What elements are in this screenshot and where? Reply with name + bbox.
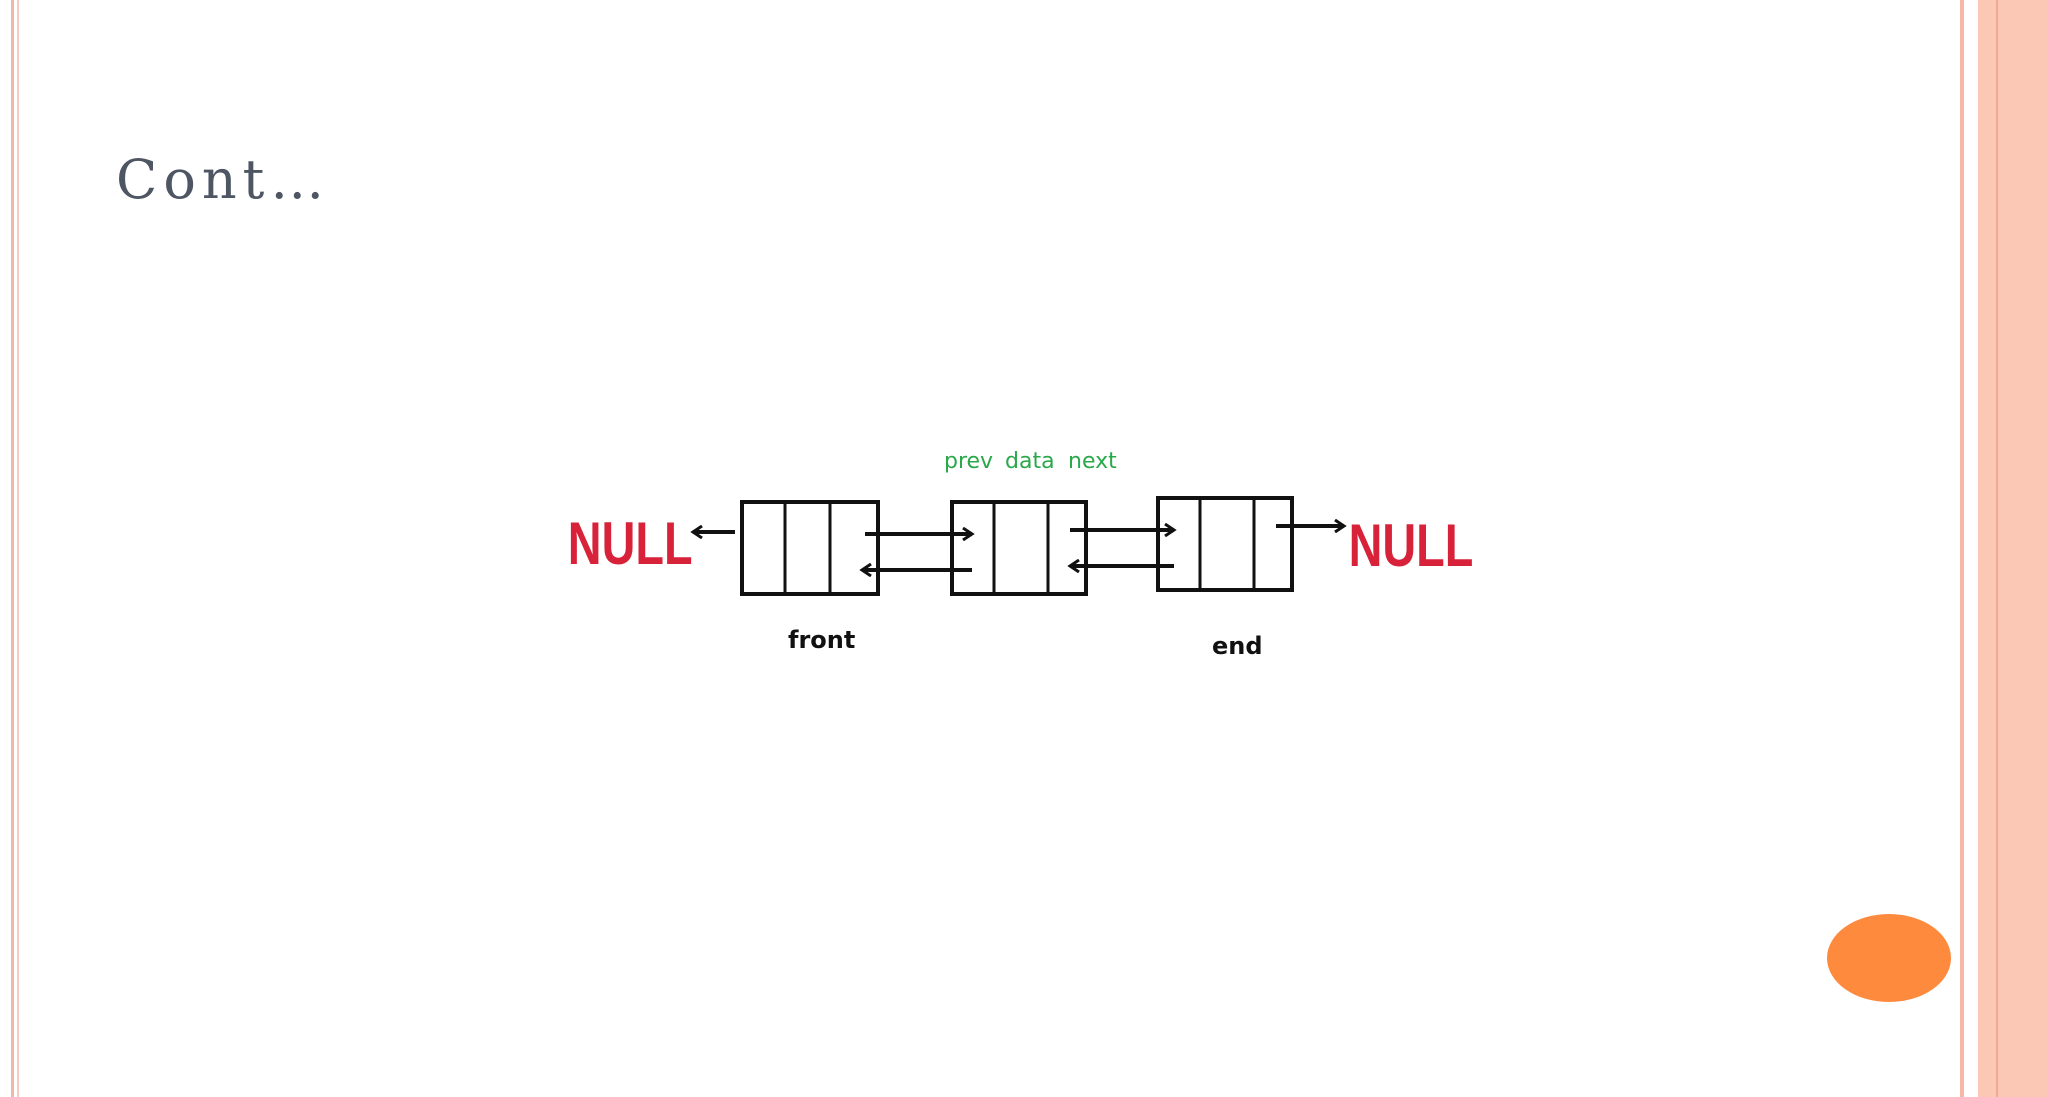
node-end [1156, 496, 1294, 592]
right-border-band-line [1996, 0, 1998, 1097]
right-border-line [1960, 0, 1964, 1097]
null-right-label: NULL [1349, 512, 1474, 579]
doubly-linked-list-diagram: NULL NULL prev [568, 449, 1474, 660]
field-label-prev: prev [944, 449, 993, 474]
left-border-line-inner [17, 0, 19, 1097]
field-label-data: data [1005, 449, 1055, 474]
node-front [740, 500, 880, 596]
node-middle [950, 500, 1088, 596]
right-border-band [1978, 0, 2048, 1097]
left-border-line [11, 0, 14, 1097]
slide-number-badge [1827, 914, 1951, 1002]
field-label-next: next [1068, 449, 1117, 474]
slide-title: Cont… [116, 148, 331, 211]
node-label-front: front [788, 626, 855, 654]
node-label-end: end [1212, 632, 1263, 660]
null-left-label: NULL [568, 510, 693, 577]
